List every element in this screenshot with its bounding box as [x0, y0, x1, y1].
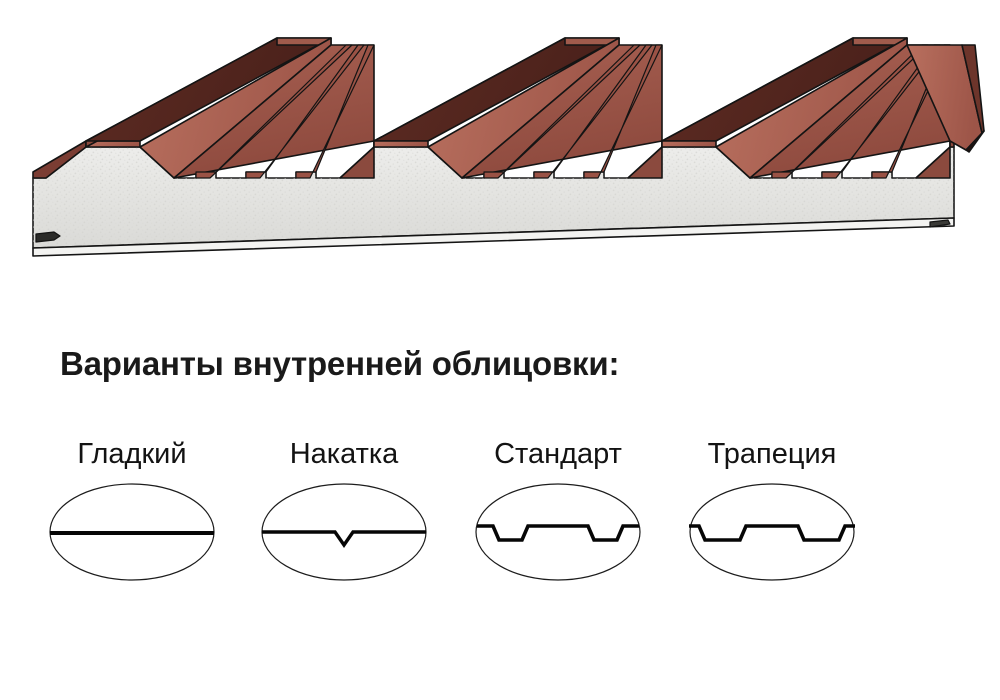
facing-options-row: Гладкий Накатка Стандарт — [0, 440, 1000, 600]
facing-option-trapetsiya[interactable]: Трапеция — [666, 440, 878, 586]
facing-option-label: Накатка — [289, 438, 399, 470]
facing-option-label: Стандарт — [494, 438, 622, 470]
profile-diagram-trapezoid — [666, 478, 878, 586]
facing-option-standart[interactable]: Стандарт — [452, 440, 664, 586]
facing-option-gladkiy[interactable]: Гладкий — [26, 440, 238, 586]
profile-diagram-flat — [26, 478, 238, 586]
profile-diagram-v-notch — [238, 478, 450, 586]
profile-ellipse-outline — [689, 483, 855, 581]
profile-line-two-grooves — [477, 524, 639, 542]
facing-option-label: Гладкий — [77, 438, 187, 470]
profile-line-trapezoid — [689, 524, 855, 542]
page-title: Варианты внутренней облицовки: — [60, 345, 620, 382]
profile-line-v-notch — [262, 530, 426, 548]
profile-ellipse-outline — [475, 483, 641, 581]
facing-option-label: Трапеция — [707, 438, 837, 470]
profile-diagram-two-grooves — [452, 478, 664, 586]
facing-option-nakatka[interactable]: Накатка — [238, 440, 450, 586]
sandwich-panel-illustration — [0, 0, 1000, 300]
panel-metal-skin — [32, 37, 985, 179]
